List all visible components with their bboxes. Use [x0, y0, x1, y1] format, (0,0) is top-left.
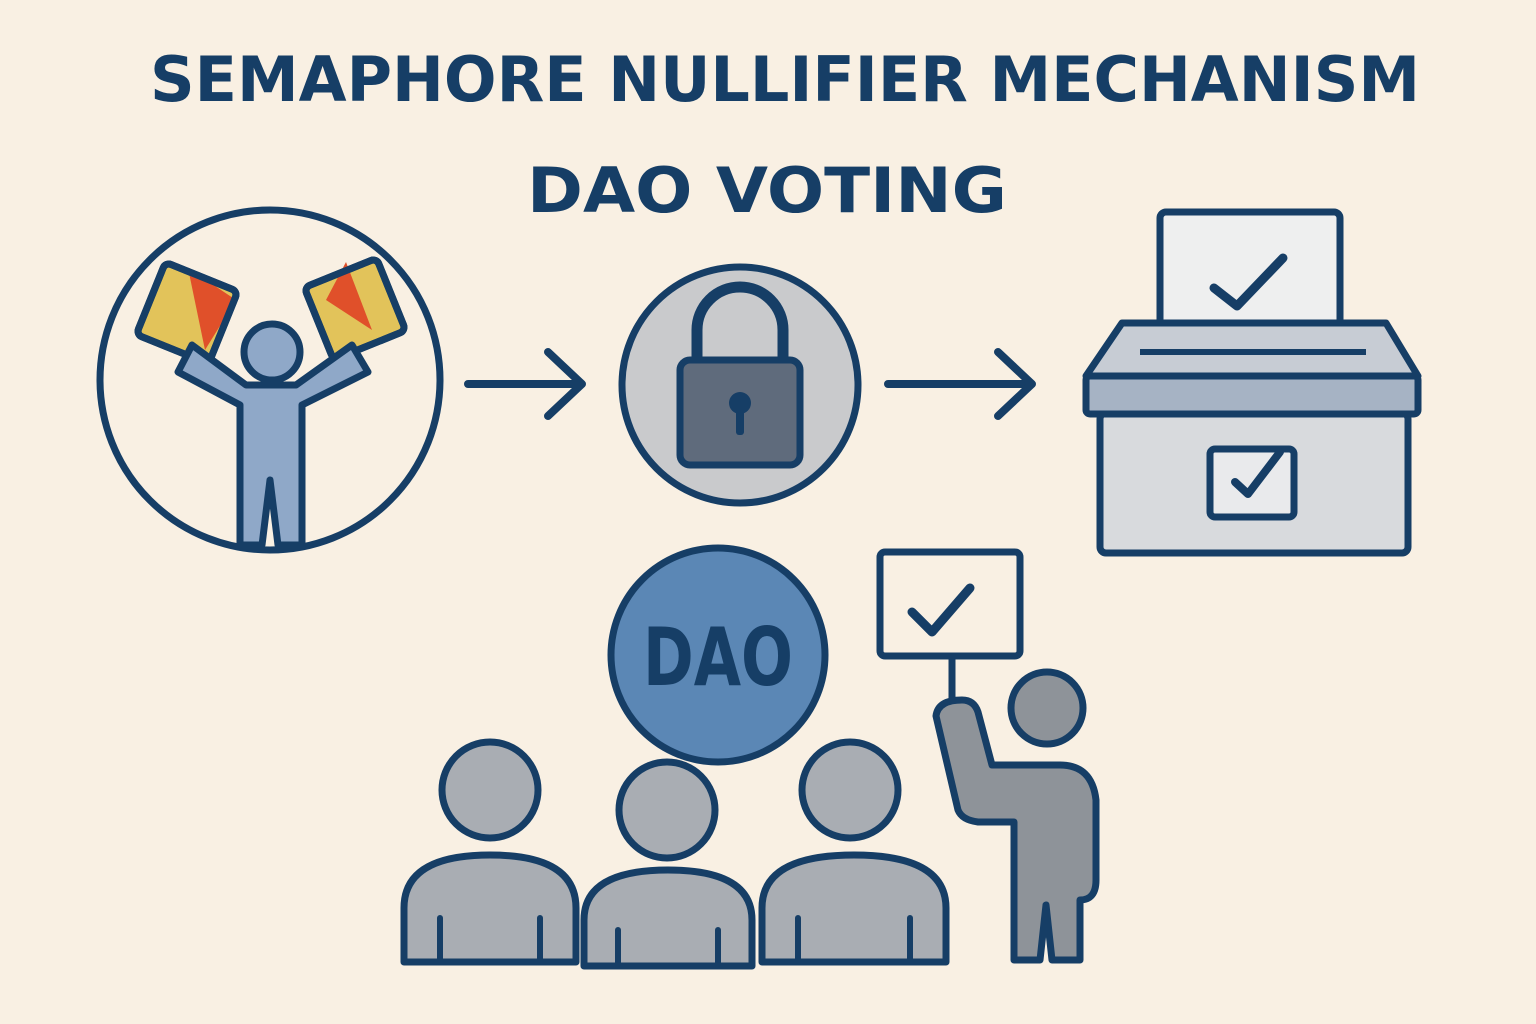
diagram-title: SEMAPHORE NULLIFIER MECHANISM DAO VOTING: [150, 43, 1420, 227]
dao-badge-icon: DAO: [607, 544, 829, 766]
group-icon: [400, 738, 950, 970]
arrow-right-icon: [884, 348, 1036, 420]
padlock-icon: [618, 263, 862, 507]
arrow-right-icon: [464, 348, 586, 420]
person-icon: [400, 738, 580, 966]
right-flag-icon: [302, 256, 408, 362]
voter-raising-sign-icon: [876, 548, 1100, 964]
left-flag-icon: [134, 260, 240, 366]
ballot-box-icon: [1082, 208, 1422, 557]
person-icon: [758, 738, 950, 966]
person-icon: [580, 758, 756, 970]
dao-badge-label: DAO: [643, 611, 793, 704]
title-line-2: DAO VOTING: [527, 154, 1007, 227]
semaphore-signaller-icon: [96, 206, 444, 554]
title-line-1: SEMAPHORE NULLIFIER MECHANISM: [150, 43, 1420, 116]
